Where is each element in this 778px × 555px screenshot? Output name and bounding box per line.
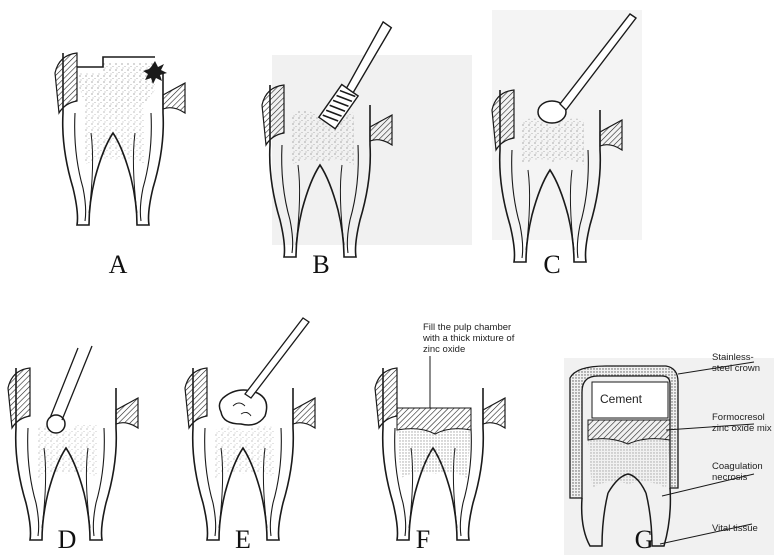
panel-label-b: B — [312, 252, 329, 278]
panel-f-tooth — [375, 356, 505, 540]
panel-d-tooth — [8, 346, 138, 540]
annotation-g-formocresol: Formocresol zinc oxide mix — [712, 412, 772, 434]
panel-label-d: D — [58, 527, 77, 553]
annotation-g-coagulation: Coagulation necrosis — [712, 461, 763, 483]
panel-label-e: E — [235, 527, 251, 553]
panel-label-f: F — [416, 527, 430, 553]
panel-b-tooth — [262, 22, 472, 257]
panel-label-c: C — [543, 252, 560, 278]
panel-c-tooth — [492, 10, 642, 262]
annotation-f-instruction: Fill the pulp chamber with a thick mixtu… — [423, 322, 514, 355]
panel-e-tooth — [185, 318, 315, 540]
panel-label-a: A — [109, 252, 128, 278]
panel-a-tooth — [55, 53, 185, 225]
annotation-g-vital: Vital tissue — [712, 523, 758, 534]
annotation-g-cement: Cement — [600, 394, 642, 405]
annotation-g-crown: Stainless- steel crown — [712, 352, 760, 374]
panel-label-g: G — [635, 527, 654, 553]
